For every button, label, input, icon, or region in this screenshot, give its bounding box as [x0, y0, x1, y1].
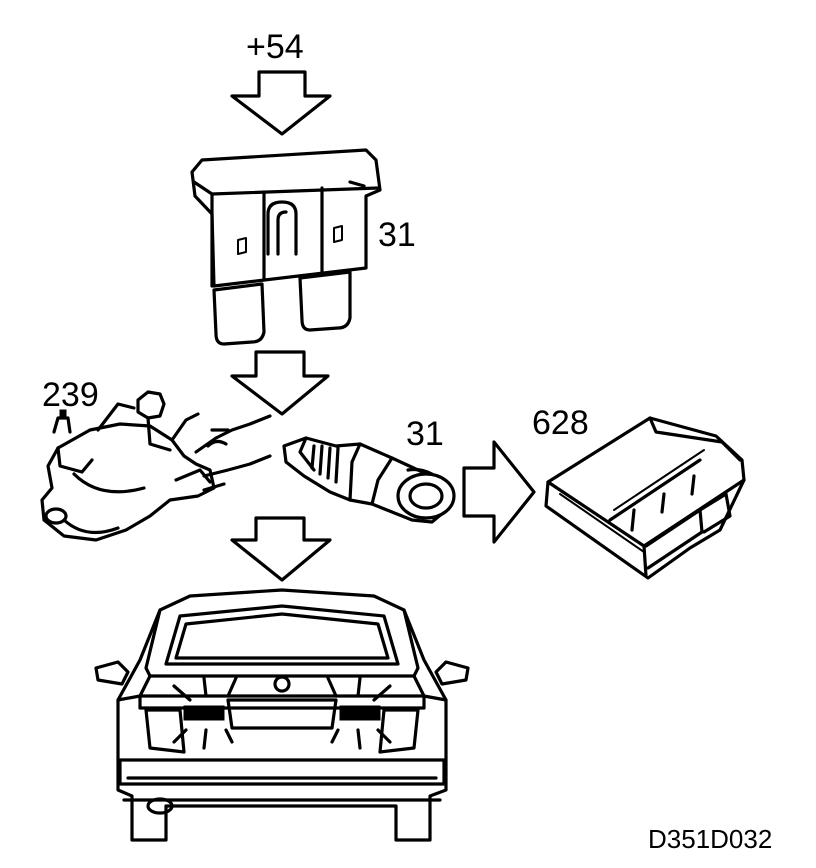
car-rear-icon	[94, 588, 470, 842]
control-module-icon	[544, 416, 746, 580]
fuse-icon	[190, 148, 382, 346]
switch-assembly-icon	[40, 390, 272, 542]
sensor-label: 31	[406, 415, 444, 453]
arrow-down-icon	[230, 516, 332, 582]
switch-label: 239	[42, 376, 99, 414]
arrow-down-icon	[230, 70, 332, 136]
fuse-label: 31	[378, 216, 416, 254]
supply-label: +54	[246, 28, 304, 66]
control-module-label: 628	[532, 404, 589, 442]
sensor-icon	[282, 436, 456, 524]
drawing-code: D351D032	[648, 824, 772, 854]
arrow-down-icon	[230, 350, 330, 416]
arrow-right-icon	[462, 440, 536, 544]
